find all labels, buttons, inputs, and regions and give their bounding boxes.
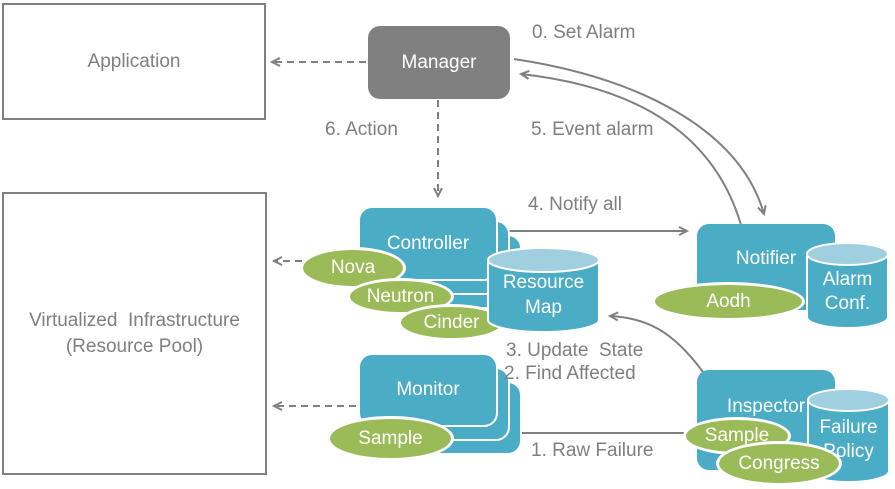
virtualized-infrastructure-label-line2: (Resource Pool) <box>65 335 204 357</box>
alarm-conf-label-line1: Alarm <box>822 269 873 290</box>
raw-failure-label: 1. Raw Failure <box>531 440 654 461</box>
neutron-label: Neutron <box>366 285 435 307</box>
application-label: Application <box>87 50 181 72</box>
inspector-sample-label: Sample <box>704 425 770 446</box>
aodh-label: Aodh <box>706 290 751 312</box>
controller-label: Controller <box>386 232 470 254</box>
resource-map-label-line1: Resource <box>502 272 585 293</box>
manager-label: Manager <box>401 51 477 73</box>
inspector-to-resource-map-arrow <box>610 316 704 373</box>
resource-map-label-line2: Map <box>525 297 562 318</box>
find-affected-label: 2. Find Affected <box>504 363 636 384</box>
alarm-conf-label-line2: Conf. <box>824 293 871 314</box>
set-alarm-arrow <box>513 58 764 214</box>
cinder-label: Cinder <box>423 311 480 333</box>
application-box: Application <box>2 3 266 120</box>
cylinder-shape <box>487 247 600 333</box>
neutron-ellipse: Neutron <box>347 278 454 315</box>
resource-map-cylinder: Resource Map <box>487 247 600 334</box>
update-state-label: 3. Update State <box>506 340 644 361</box>
aodh-ellipse: Aodh <box>652 282 805 321</box>
event-alarm-label: 5. Event alarm <box>531 119 654 140</box>
cylinder-shape <box>806 242 889 329</box>
manager-box: Manager <box>368 26 510 99</box>
nova-label: Nova <box>330 257 376 278</box>
notify-all-label: 4. Notify all <box>528 194 622 215</box>
controller-box: Controller <box>358 206 498 281</box>
virtualized-infrastructure-label-line1: Virtualized Infrastructure <box>29 309 240 331</box>
alarm-conf-cylinder: Alarm Conf. <box>806 242 889 330</box>
monitor-label: Monitor <box>396 379 460 400</box>
event-alarm-arrow <box>521 74 742 226</box>
congress-ellipse: Congress <box>716 441 842 486</box>
notifier-label: Notifier <box>735 248 797 269</box>
action-label: 6. Action <box>325 119 398 140</box>
monitor-sample-ellipse: Sample <box>327 416 454 461</box>
monitor-box: Monitor <box>358 353 498 427</box>
monitor-sample-label: Sample <box>358 427 423 449</box>
set-alarm-label: 0. Set Alarm <box>532 22 636 43</box>
virtualized-infrastructure-box: Virtualized Infrastructure (Resource Poo… <box>2 192 267 475</box>
congress-label: Congress <box>738 452 820 474</box>
inspector-label: Inspector <box>726 396 806 417</box>
failure-policy-label-line1: Failure <box>819 417 878 438</box>
